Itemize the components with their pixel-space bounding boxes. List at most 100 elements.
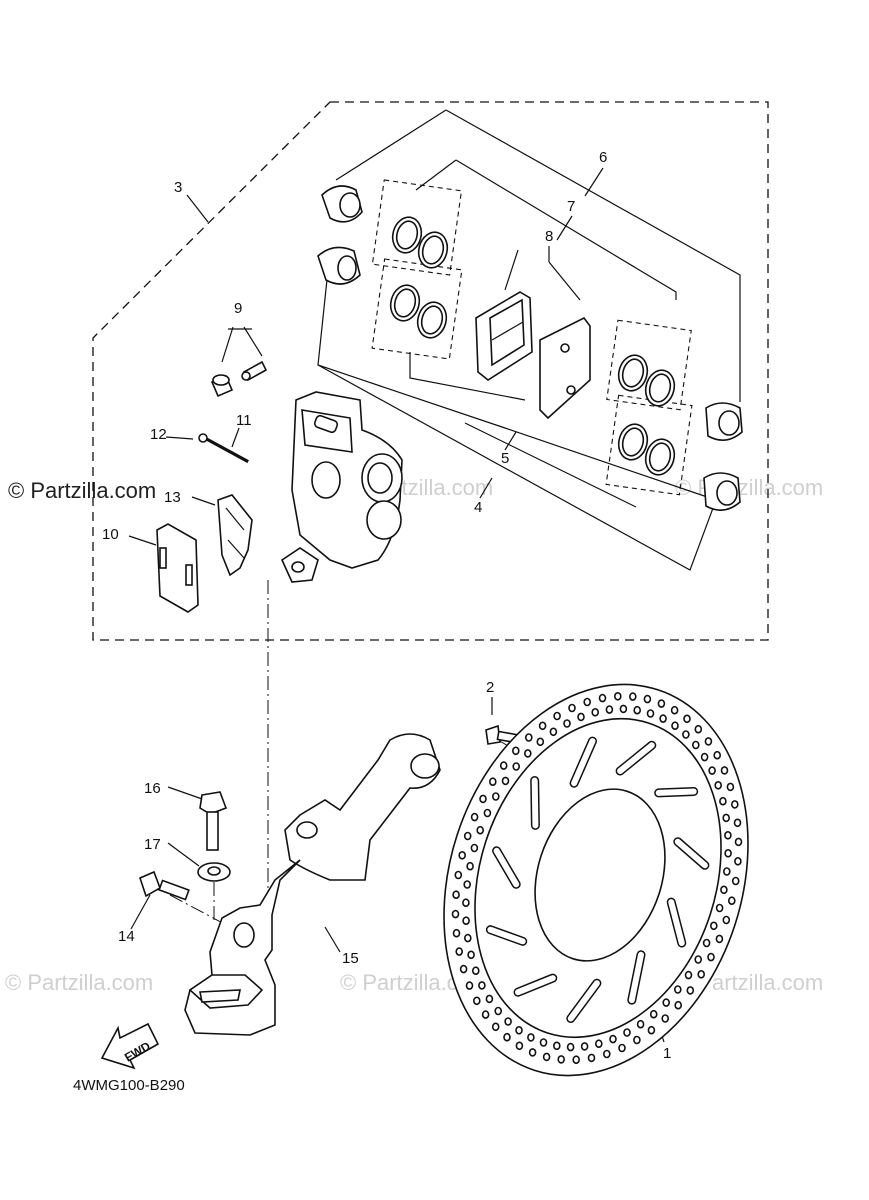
disc-hole — [714, 780, 723, 790]
brake-disc — [443, 683, 749, 1077]
disc-hole — [542, 1052, 551, 1062]
disc-hole — [511, 746, 520, 756]
watermark-bottom-left: © Partzilla.com — [5, 970, 153, 995]
disc-slot-inner — [617, 742, 655, 774]
callout-9: 9 — [234, 300, 242, 317]
diagram-code: 4WMG100-B290 — [73, 1077, 185, 1094]
disc-hole — [587, 1053, 596, 1063]
disc-hole — [563, 719, 571, 728]
callout-4: 4 — [474, 499, 482, 516]
disc-hole — [682, 730, 690, 739]
bleed-screw — [210, 360, 268, 398]
disc-hole — [657, 699, 666, 708]
disc-hole — [715, 934, 724, 944]
disc-hole — [463, 831, 472, 841]
disc-hole — [479, 794, 487, 804]
disc-hole — [471, 966, 480, 976]
disc-hole — [633, 1035, 641, 1045]
fwd-arrow-icon: FWD — [100, 1022, 160, 1070]
disc-hole — [491, 1022, 500, 1032]
pistons — [317, 185, 743, 511]
disc-hole — [709, 921, 718, 931]
caliper-bracket — [184, 733, 441, 1036]
disc-slot-inner — [571, 738, 596, 787]
callout-10: 10 — [102, 526, 119, 543]
caliper-body — [280, 391, 403, 583]
disc-hole — [733, 818, 742, 828]
disc-hole — [662, 998, 671, 1007]
pad-spring — [217, 494, 253, 577]
disc-hole — [452, 928, 461, 938]
disc-hole — [724, 848, 732, 858]
disc-hole — [591, 707, 600, 717]
callout-5: 5 — [501, 450, 509, 467]
disc-hole — [702, 938, 711, 948]
disc-hole — [686, 986, 695, 995]
disc-hole — [720, 885, 728, 895]
disc-hole — [722, 915, 731, 925]
disc-hole — [715, 903, 724, 913]
disc-hole — [527, 1033, 535, 1042]
callout-6: 6 — [599, 149, 607, 166]
disc-hole — [459, 964, 468, 974]
disc-hole — [462, 916, 470, 926]
callout-15: 15 — [342, 950, 359, 967]
disc-hole — [553, 711, 561, 721]
disc-hole — [609, 1034, 617, 1044]
disc-hole — [465, 981, 474, 990]
disc-slot-inner — [531, 777, 539, 829]
disc-hole — [549, 727, 558, 737]
disc-hole — [476, 825, 485, 835]
disc-hole — [462, 898, 470, 908]
disc-hole — [538, 721, 547, 731]
disc-hole — [485, 994, 494, 1004]
disc-slot-inner — [668, 899, 685, 946]
disc-hole — [734, 856, 742, 866]
disc-hole — [568, 703, 576, 713]
disc-hole — [605, 705, 614, 714]
mounting-hardware — [139, 724, 518, 901]
disc-hole — [594, 1039, 603, 1048]
disc-hole — [691, 740, 700, 750]
disc-hole — [577, 712, 585, 722]
callout-1: 1 — [663, 1045, 671, 1062]
disc-hole — [470, 843, 479, 853]
disc-hole — [613, 691, 622, 701]
disc-hole — [523, 749, 532, 758]
disc-hole — [528, 1048, 537, 1057]
disc-hole — [572, 1055, 581, 1064]
disc-hole — [643, 694, 652, 704]
disc-hole — [661, 1014, 670, 1023]
disc-hole — [731, 876, 740, 886]
disc-slot-inner — [515, 975, 556, 996]
disc-slot-inner — [487, 926, 526, 945]
disc-hole — [488, 777, 497, 787]
pad-pin — [198, 433, 249, 465]
disc-hole — [700, 752, 709, 762]
piston-seals-left — [371, 179, 463, 360]
callout-17: 17 — [144, 836, 161, 853]
disc-hole — [671, 721, 679, 731]
disc-hole — [455, 947, 464, 956]
callout-16: 16 — [144, 780, 161, 797]
disc-hole — [478, 981, 486, 990]
disc-hole — [583, 697, 592, 707]
disc-hole — [536, 737, 545, 747]
disc-slot-inner — [567, 980, 600, 1022]
disc-hole — [467, 950, 475, 960]
disc-hole — [628, 692, 637, 701]
disc-hole — [504, 1017, 512, 1026]
disc-hole — [623, 1028, 631, 1037]
disc-hole — [697, 969, 706, 979]
callout-13: 13 — [164, 489, 181, 506]
callout-7: 7 — [567, 198, 575, 215]
leader-lines — [128, 109, 741, 1043]
disc-slot-inner — [628, 951, 644, 1004]
pad-insulator — [156, 523, 199, 613]
disc-hole — [452, 890, 460, 900]
disc-hole — [734, 837, 743, 847]
disc-hole — [724, 830, 732, 840]
caliper-assembly-boundary — [92, 101, 769, 641]
watermark-right: © Partzilla.com — [675, 475, 823, 500]
disc-hole — [580, 1042, 589, 1051]
